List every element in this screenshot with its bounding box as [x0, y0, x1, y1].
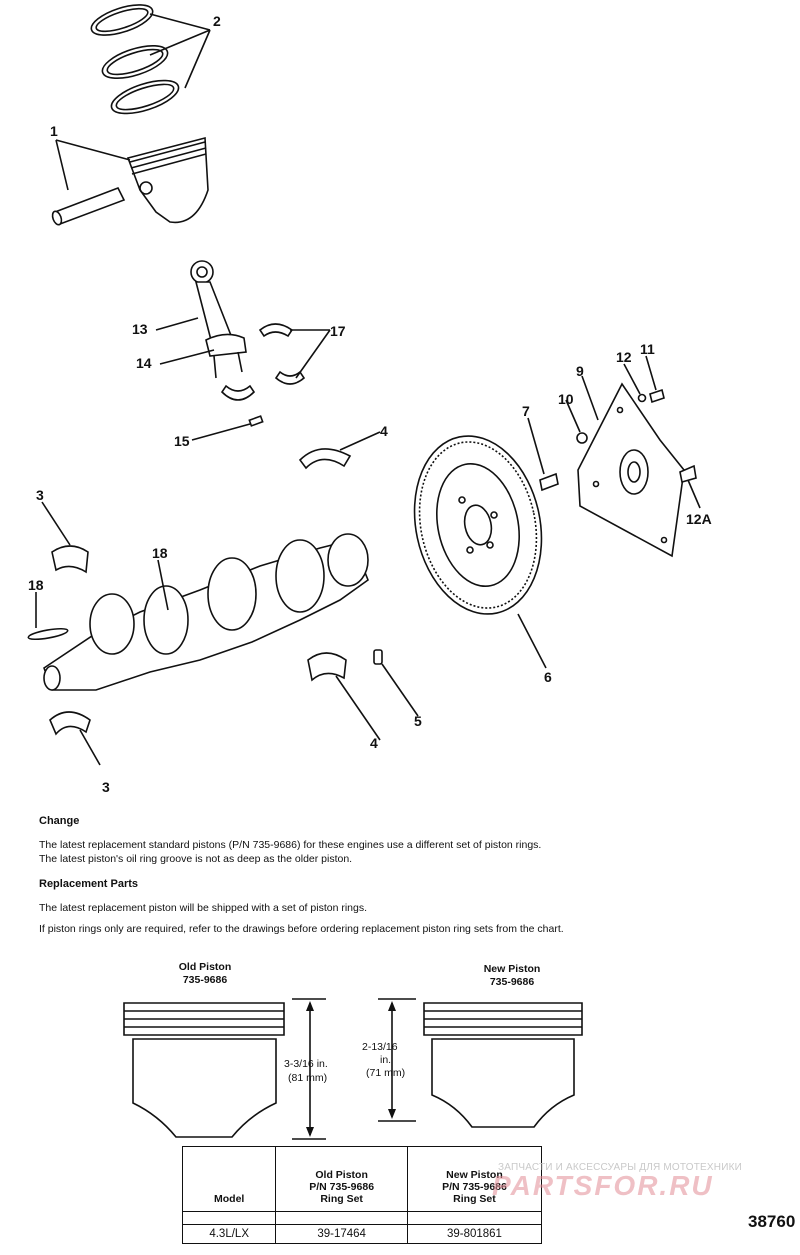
washer [637, 393, 647, 403]
table-row: 4.3L/LX 39-17464 39-801861 [181, 1224, 543, 1244]
callout-5: 5 [414, 713, 422, 729]
callout-3-lower: 3 [102, 779, 110, 795]
main-bearing-left-3 [51, 545, 89, 574]
replacement-heading: Replacement Parts [39, 878, 139, 890]
header-new-line-3: Ring Set [453, 1193, 496, 1205]
figure-number: 38760 [748, 1212, 796, 1231]
callout-9: 9 [576, 363, 584, 379]
chart-header-row: Model Old Piston P/N 735-9686 Ring Set N… [181, 1146, 543, 1212]
old-piston-outline [123, 1002, 285, 1138]
crankshaft [43, 533, 369, 691]
header-new-line-1: New Piston [446, 1169, 503, 1181]
header-old-line-2: P/N 735-9686 [309, 1181, 375, 1193]
watermark-caption: ЗАПЧАСТИ И АКСЕССУАРЫ ДЛЯ МОТОТЕХНИКИ [498, 1162, 743, 1173]
change-heading: Change [39, 815, 80, 827]
flywheel-bolt [539, 472, 559, 492]
cell-old-ring-set: 39-17464 [275, 1224, 408, 1244]
header-model: Model [181, 1146, 277, 1212]
flywheel [413, 435, 543, 615]
callout-15: 15 [174, 433, 190, 449]
callout-12A: 12A [686, 511, 712, 527]
piston-and-pin [51, 136, 209, 226]
new-piston-part: 735-9686 [490, 976, 535, 988]
callout-6: 6 [544, 669, 552, 685]
main-bearing-upper-4 [298, 448, 352, 470]
callout-14: 14 [136, 355, 152, 371]
change-line-2: The latest piston's oil ring groove is n… [39, 853, 353, 865]
old-piston-part: 735-9686 [183, 974, 228, 986]
old-piston-title: Old Piston [179, 961, 232, 973]
new-dim-inches-2: in. [380, 1054, 391, 1066]
callout-7: 7 [522, 403, 530, 419]
callout-4-lower: 4 [370, 735, 378, 751]
callout-1: 1 [50, 123, 58, 139]
callout-18: 18 [28, 577, 44, 593]
cell-model: 4.3L/LX [181, 1224, 277, 1244]
callout-3-upper: 3 [36, 487, 44, 503]
header-old-line-3: Ring Set [320, 1193, 363, 1205]
rod-cap-bearing [220, 384, 256, 401]
old-piston-dimension [292, 998, 326, 1140]
piston-comparison-drawing: Old Piston 735-9686 New Piston 735-9686 … [123, 961, 583, 1140]
dowel-pin [248, 415, 264, 427]
header-new-piston: New Piston P/N 735-9686 Ring Set [406, 1146, 543, 1212]
callout-11: 11 [640, 341, 655, 357]
connecting-rod [190, 260, 247, 379]
callout-13: 13 [132, 321, 148, 337]
callout-16: 17 [330, 323, 346, 339]
header-new-line-2: P/N 735-9686 [442, 1181, 507, 1193]
plug [576, 432, 588, 444]
new-dim-mm: (71 mm) [366, 1067, 405, 1079]
cell-new-ring-set: 39-801861 [406, 1224, 543, 1244]
new-piston-dimension [378, 998, 416, 1122]
header-old-piston: Old Piston P/N 735-9686 Ring Set [275, 1146, 408, 1212]
old-dim-mm: (81 mm) [288, 1072, 327, 1084]
main-bearing-lower-4 [307, 652, 347, 682]
watermark-logo: PARTSFOR.RU [492, 1170, 714, 1201]
change-paragraph: The latest replacement standard pistons … [39, 838, 639, 866]
replacement-line: The latest replacement piston will be sh… [39, 902, 368, 914]
leader-lines [35, 13, 701, 766]
exploded-engine-diagram: 2 1 13 14 17 15 4 3 18 18 4 5 3 6 7 10 9… [27, 4, 712, 795]
ring-set-chart: Model Old Piston P/N 735-9686 Ring Set N… [181, 1146, 543, 1244]
chart-spacer-row [181, 1211, 543, 1225]
callout-12: 12 [616, 349, 632, 365]
callout-17: 18 [152, 545, 168, 561]
new-piston-title: New Piston [484, 963, 541, 975]
callout-labels: 2 1 13 14 17 15 4 3 18 18 4 5 3 6 7 10 9… [28, 13, 712, 795]
fitting [679, 464, 697, 484]
replacement-note: If piston rings only are required, refer… [39, 923, 564, 935]
crank-key [373, 649, 383, 665]
header-old-line-1: Old Piston [315, 1169, 368, 1181]
callout-4-upper: 4 [380, 423, 388, 439]
old-dim-inches: 3-3/16 in. [284, 1058, 328, 1070]
new-piston-outline [423, 1002, 583, 1128]
change-line-1: The latest replacement standard pistons … [39, 839, 542, 851]
rod-bearing-upper [258, 323, 294, 338]
main-bearing-lower-3 [49, 711, 91, 736]
callout-2: 2 [213, 13, 221, 29]
callout-10: 10 [558, 391, 574, 407]
rear-seal [27, 627, 69, 641]
screw [649, 388, 665, 404]
new-dim-inches-1: 2-13/16 [362, 1041, 398, 1053]
